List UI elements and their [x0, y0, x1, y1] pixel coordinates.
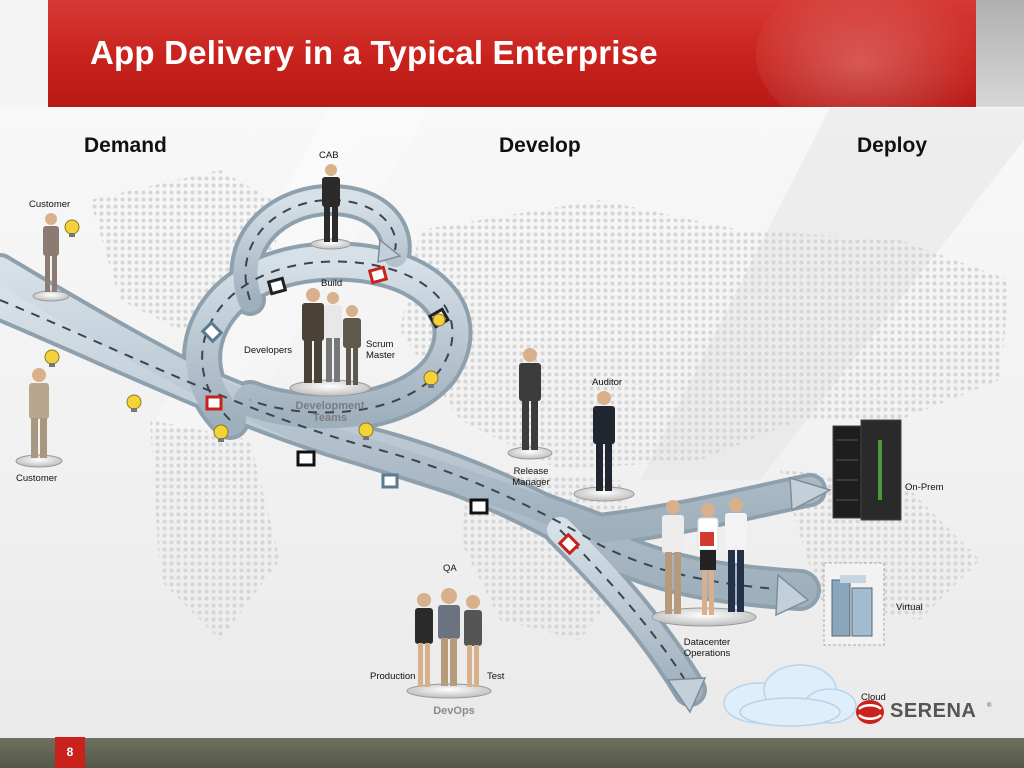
arrow-cab-loop [377, 238, 402, 264]
label-scrum-master: Scrum Master [366, 339, 395, 361]
label-auditor: Auditor [592, 377, 623, 388]
label-on-prem: On-Prem [905, 482, 944, 493]
column-develop: Develop [499, 134, 581, 157]
page-number: 8 [55, 737, 85, 768]
arrow-to-cloud [666, 677, 707, 714]
label-developers: Developers [244, 345, 293, 356]
label-devops: DevOps [433, 705, 475, 717]
footer-bar [0, 738, 1024, 768]
label-release-manager: Release Manager [508, 466, 554, 488]
header-right-margin [976, 0, 1024, 107]
banner-swoosh [756, 0, 976, 107]
label-virtual: Virtual [896, 602, 923, 613]
label-release-line2: Manager [512, 477, 550, 488]
serena-logo-icon [856, 700, 884, 724]
idea-bulbs [44, 219, 446, 442]
serena-logo: SERENA ® [854, 698, 994, 726]
label-dc-line1: Datacenter [683, 637, 731, 648]
label-scrum-line1: Scrum [366, 339, 394, 350]
label-production: Production [370, 671, 416, 682]
column-deploy: Deploy [857, 134, 928, 157]
label-dev-teams-line1: Development [295, 400, 365, 412]
label-cab: CAB [319, 150, 339, 161]
label-cloud: Cloud [861, 692, 886, 703]
column-demand: Demand [84, 134, 167, 157]
label-datacenter-operations: Datacenter Operations [678, 637, 736, 659]
arrow-to-virtual [775, 573, 810, 617]
label-development-teams: Development Teams [291, 400, 369, 424]
label-customer-left: Customer [16, 473, 58, 484]
onprem-server-icon [832, 419, 902, 521]
serena-logo-text: SERENA [890, 700, 977, 722]
label-scrum-line2: Master [366, 350, 396, 361]
arrow-to-onprem [789, 476, 832, 512]
label-build: Build [321, 278, 343, 289]
label-release-line1: Release [513, 466, 549, 477]
label-test: Test [487, 671, 505, 682]
label-dc-line2: Operations [683, 648, 731, 659]
cloud-icon [723, 664, 857, 727]
slide-title: App Delivery in a Typical Enterprise [90, 34, 658, 71]
header-left-margin [0, 0, 48, 107]
serena-logo-tm: ® [987, 703, 992, 709]
virtual-servers-icon [823, 562, 885, 646]
label-dev-teams-line2: Teams [312, 412, 348, 424]
title-banner: App Delivery in a Typical Enterprise [48, 0, 976, 107]
people-figures [29, 164, 747, 687]
label-qa: QA [443, 563, 457, 574]
label-customer-top: Customer [29, 199, 71, 210]
